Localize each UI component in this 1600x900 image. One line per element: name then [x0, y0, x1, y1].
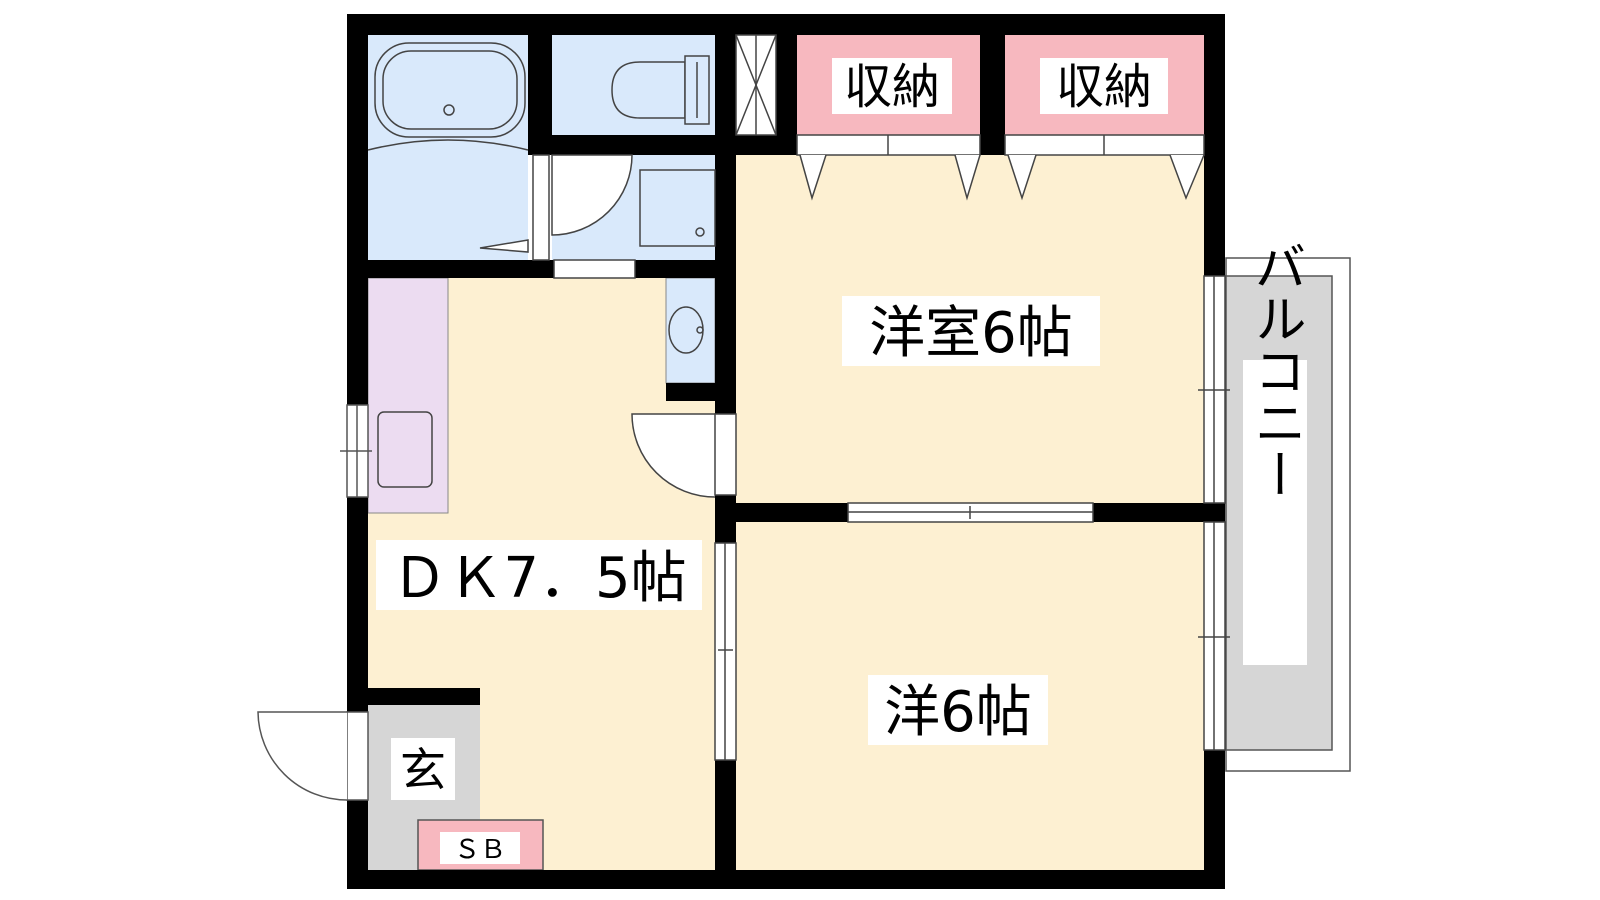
bath-door-triangle	[479, 239, 529, 253]
dk-basin	[668, 306, 704, 354]
wall-storage-divider	[980, 14, 1005, 155]
toilet	[611, 61, 686, 119]
wall-bath-toilet	[528, 35, 552, 155]
storage-left-label: 収納	[844, 59, 940, 115]
entrance-door-swing	[257, 711, 348, 801]
labels: 収納 収納 洋室6帖 ＤＫ7．5帖 洋6帖 玄 ＳＢ バルコニー	[376, 58, 1307, 865]
wall-basin-niche	[666, 383, 715, 401]
wall-toilet-bottom	[552, 135, 715, 155]
western-room-upper-label: 洋室6帖	[869, 301, 1073, 366]
left-openings	[257, 404, 372, 801]
kitchen-sink	[377, 411, 433, 488]
wall-room-divider-left	[736, 503, 848, 522]
room-fills	[367, 35, 1351, 871]
bathtub	[374, 42, 526, 138]
wall-center-lower	[715, 760, 736, 875]
wall-bath-bottom	[368, 260, 554, 278]
washroom-bottom-door	[553, 259, 636, 279]
wall-entrance-top	[368, 688, 480, 705]
wall-center-mid	[715, 495, 736, 543]
wall-wash-bottom-right	[635, 260, 715, 278]
washroom-basin	[639, 169, 716, 247]
shoe-box-label: ＳＢ	[454, 835, 506, 865]
wall-closet-storage	[776, 14, 797, 155]
washroom-door-frame	[532, 154, 550, 261]
wall-bottom	[347, 870, 1225, 889]
wall-room-divider-right	[1093, 503, 1204, 522]
wall-right-lower	[1204, 750, 1225, 889]
wall-center-upper	[715, 14, 736, 414]
wall-storage-bottom-left	[736, 135, 797, 155]
western-room-lower-label: 洋6帖	[884, 680, 1032, 745]
dk-label: ＤＫ7．5帖	[391, 546, 686, 611]
entrance-label: 玄	[400, 743, 446, 797]
fixtures	[367, 34, 1230, 761]
wall-right-upper	[1204, 14, 1225, 276]
entrance-door-opening	[346, 711, 369, 801]
wall-right-middle	[1204, 503, 1225, 522]
storage-right-label: 収納	[1056, 59, 1152, 115]
dk-door-swing	[631, 413, 716, 498]
washroom-door-swing	[551, 154, 633, 236]
balcony-label: バルコニー	[1245, 240, 1305, 500]
